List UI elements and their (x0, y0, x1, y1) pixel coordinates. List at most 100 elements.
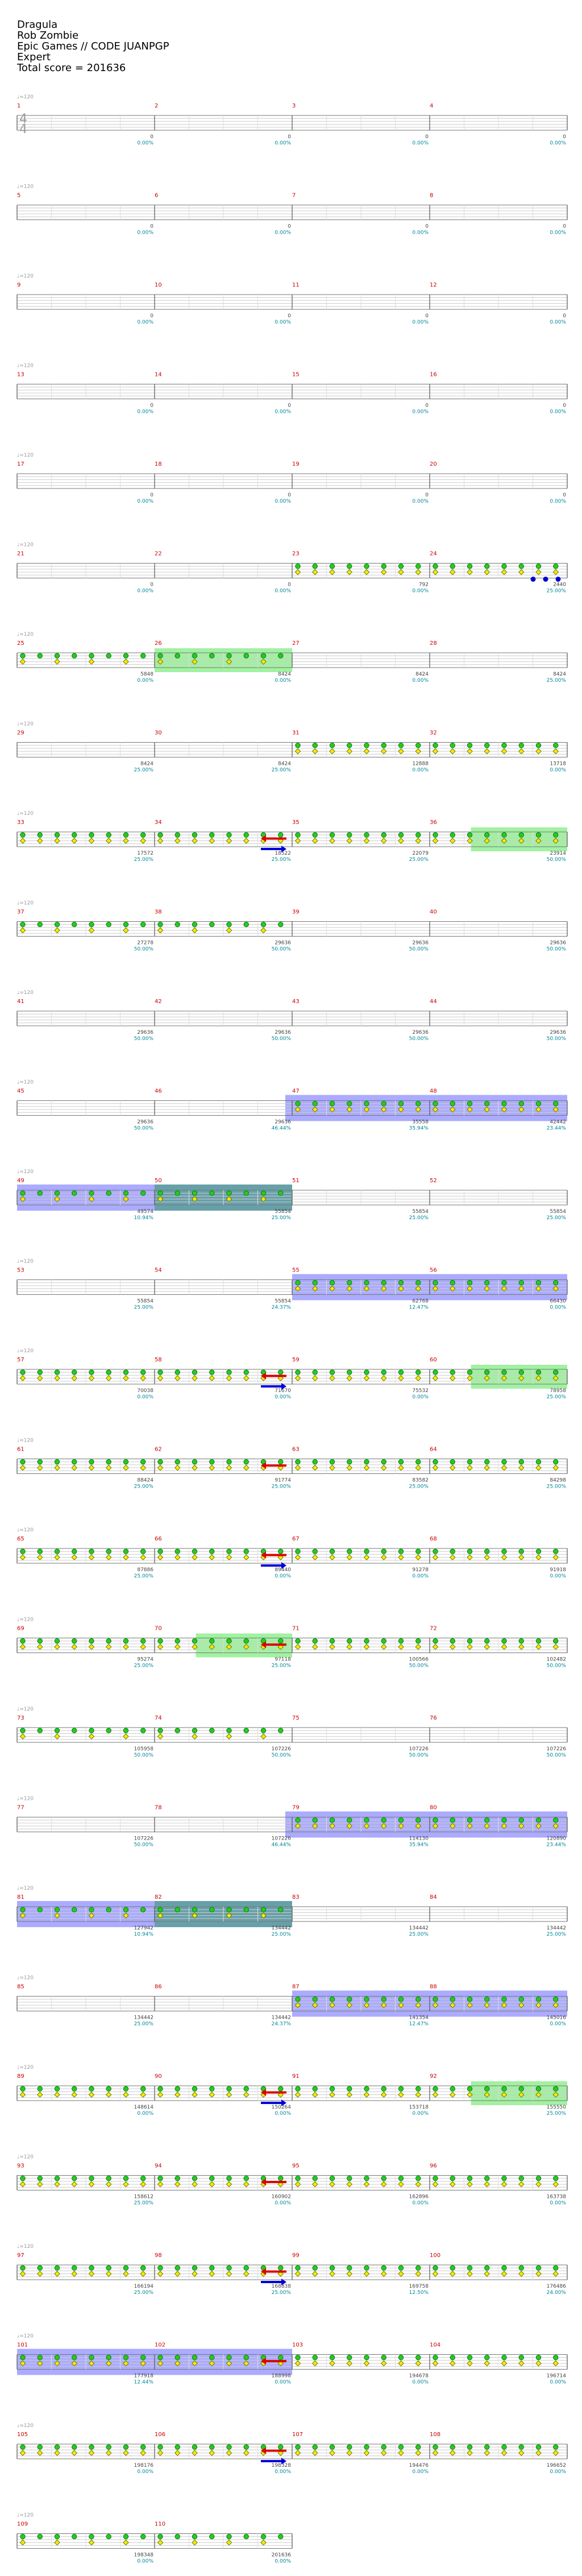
green-note (192, 2086, 198, 2092)
yellow-note (552, 748, 559, 755)
yellow-note (88, 659, 95, 665)
green-note (467, 832, 473, 838)
yellow-note (88, 1464, 95, 1471)
yellow-note (329, 2092, 335, 2098)
green-note (398, 2355, 404, 2360)
measure-percent: 0.00% (550, 230, 566, 236)
green-note (398, 2176, 404, 2181)
yellow-note (467, 1375, 473, 1381)
yellow-note (552, 1285, 559, 1292)
yellow-note (432, 2092, 439, 2098)
measure-number: 96 (430, 2163, 437, 2169)
measure-number: 68 (430, 1536, 437, 1542)
yellow-note (19, 2181, 26, 2188)
measure-score: 0 (288, 134, 291, 140)
measure-score: 29636 (412, 1030, 429, 1036)
measure-percent: 50.00% (272, 1753, 292, 1758)
green-note (501, 2265, 507, 2271)
green-note (553, 1280, 559, 1286)
green-note (553, 832, 559, 838)
green-note (295, 832, 301, 838)
yellow-note (157, 1375, 164, 1381)
green-note (106, 2355, 111, 2360)
green-note (72, 832, 77, 838)
measure-number: 50 (155, 1178, 162, 1184)
green-note (364, 564, 369, 569)
green-note (89, 1369, 94, 1375)
green-note (20, 1369, 26, 1375)
green-note (518, 1997, 524, 2002)
green-note (501, 564, 507, 569)
green-note (54, 922, 60, 927)
green-note (106, 2444, 111, 2450)
yellow-note (346, 1554, 353, 1560)
green-note (381, 1369, 386, 1375)
yellow-note (363, 1643, 370, 1650)
yellow-note (88, 2450, 95, 2456)
green-note (106, 1907, 111, 1912)
yellow-note (71, 2092, 78, 2098)
green-note (535, 1638, 542, 1644)
measure-number: 59 (292, 1357, 300, 1363)
green-note (89, 653, 94, 659)
yellow-note (88, 1643, 95, 1650)
green-note (347, 1280, 352, 1286)
measure-number: 79 (292, 1805, 300, 1811)
measure-number: 100 (430, 2252, 440, 2259)
yellow-note (54, 2450, 60, 2456)
green-note (157, 1190, 163, 1196)
measure-score: 150264 (272, 2105, 292, 2110)
green-note (54, 2444, 60, 2450)
yellow-note (88, 2360, 95, 2367)
measure-percent: 10.94% (134, 1215, 154, 1221)
yellow-note (54, 2360, 60, 2367)
yellow-note (192, 927, 198, 934)
measure-score: 49574 (137, 1209, 153, 1215)
measure-number: 75 (292, 1715, 300, 1721)
yellow-note (105, 1643, 112, 1650)
yellow-note (363, 2002, 370, 2008)
green-note (278, 1369, 284, 1375)
green-note (535, 2176, 542, 2181)
green-note (484, 1280, 490, 1286)
measure-number: 99 (292, 2252, 300, 2259)
green-note (364, 1548, 369, 1554)
yellow-note (467, 1106, 473, 1113)
green-note (450, 2355, 455, 2360)
yellow-note (535, 1375, 542, 1381)
green-note (192, 922, 198, 927)
yellow-note (123, 1554, 129, 1560)
green-note (157, 1459, 163, 1465)
measure-percent: 25.00% (134, 1305, 154, 1311)
tempo-marker: ♩=120 (17, 990, 34, 996)
green-note (209, 2355, 215, 2360)
green-note (295, 2355, 301, 2360)
green-note (37, 1369, 43, 1375)
measure-score: 0 (288, 582, 291, 588)
yellow-note (36, 2450, 43, 2456)
yellow-note (192, 1733, 198, 1740)
green-note (381, 1548, 386, 1554)
measure-percent: 50.00% (547, 857, 567, 863)
activation-arrow-blue-head (281, 2099, 286, 2106)
measure-number: 19 (292, 461, 300, 467)
green-note (54, 1190, 60, 1196)
yellow-note (88, 2271, 95, 2277)
yellow-note (140, 2360, 147, 2367)
green-note (501, 1817, 507, 1823)
measure-number: 107 (292, 2432, 303, 2438)
measure-percent: 35.94% (409, 1126, 429, 1132)
measure-percent: 0.00% (412, 409, 429, 415)
green-note (243, 653, 249, 659)
green-note (398, 832, 404, 838)
yellow-note (174, 1464, 181, 1471)
yellow-note (449, 2181, 456, 2188)
green-note (295, 2086, 301, 2092)
green-note (243, 1638, 249, 1644)
yellow-note (209, 2271, 215, 2277)
green-note (484, 832, 490, 838)
measure-percent: 0.00% (550, 1305, 566, 1311)
green-note (535, 1280, 542, 1286)
green-note (209, 1638, 215, 1644)
yellow-note (363, 2092, 370, 2098)
